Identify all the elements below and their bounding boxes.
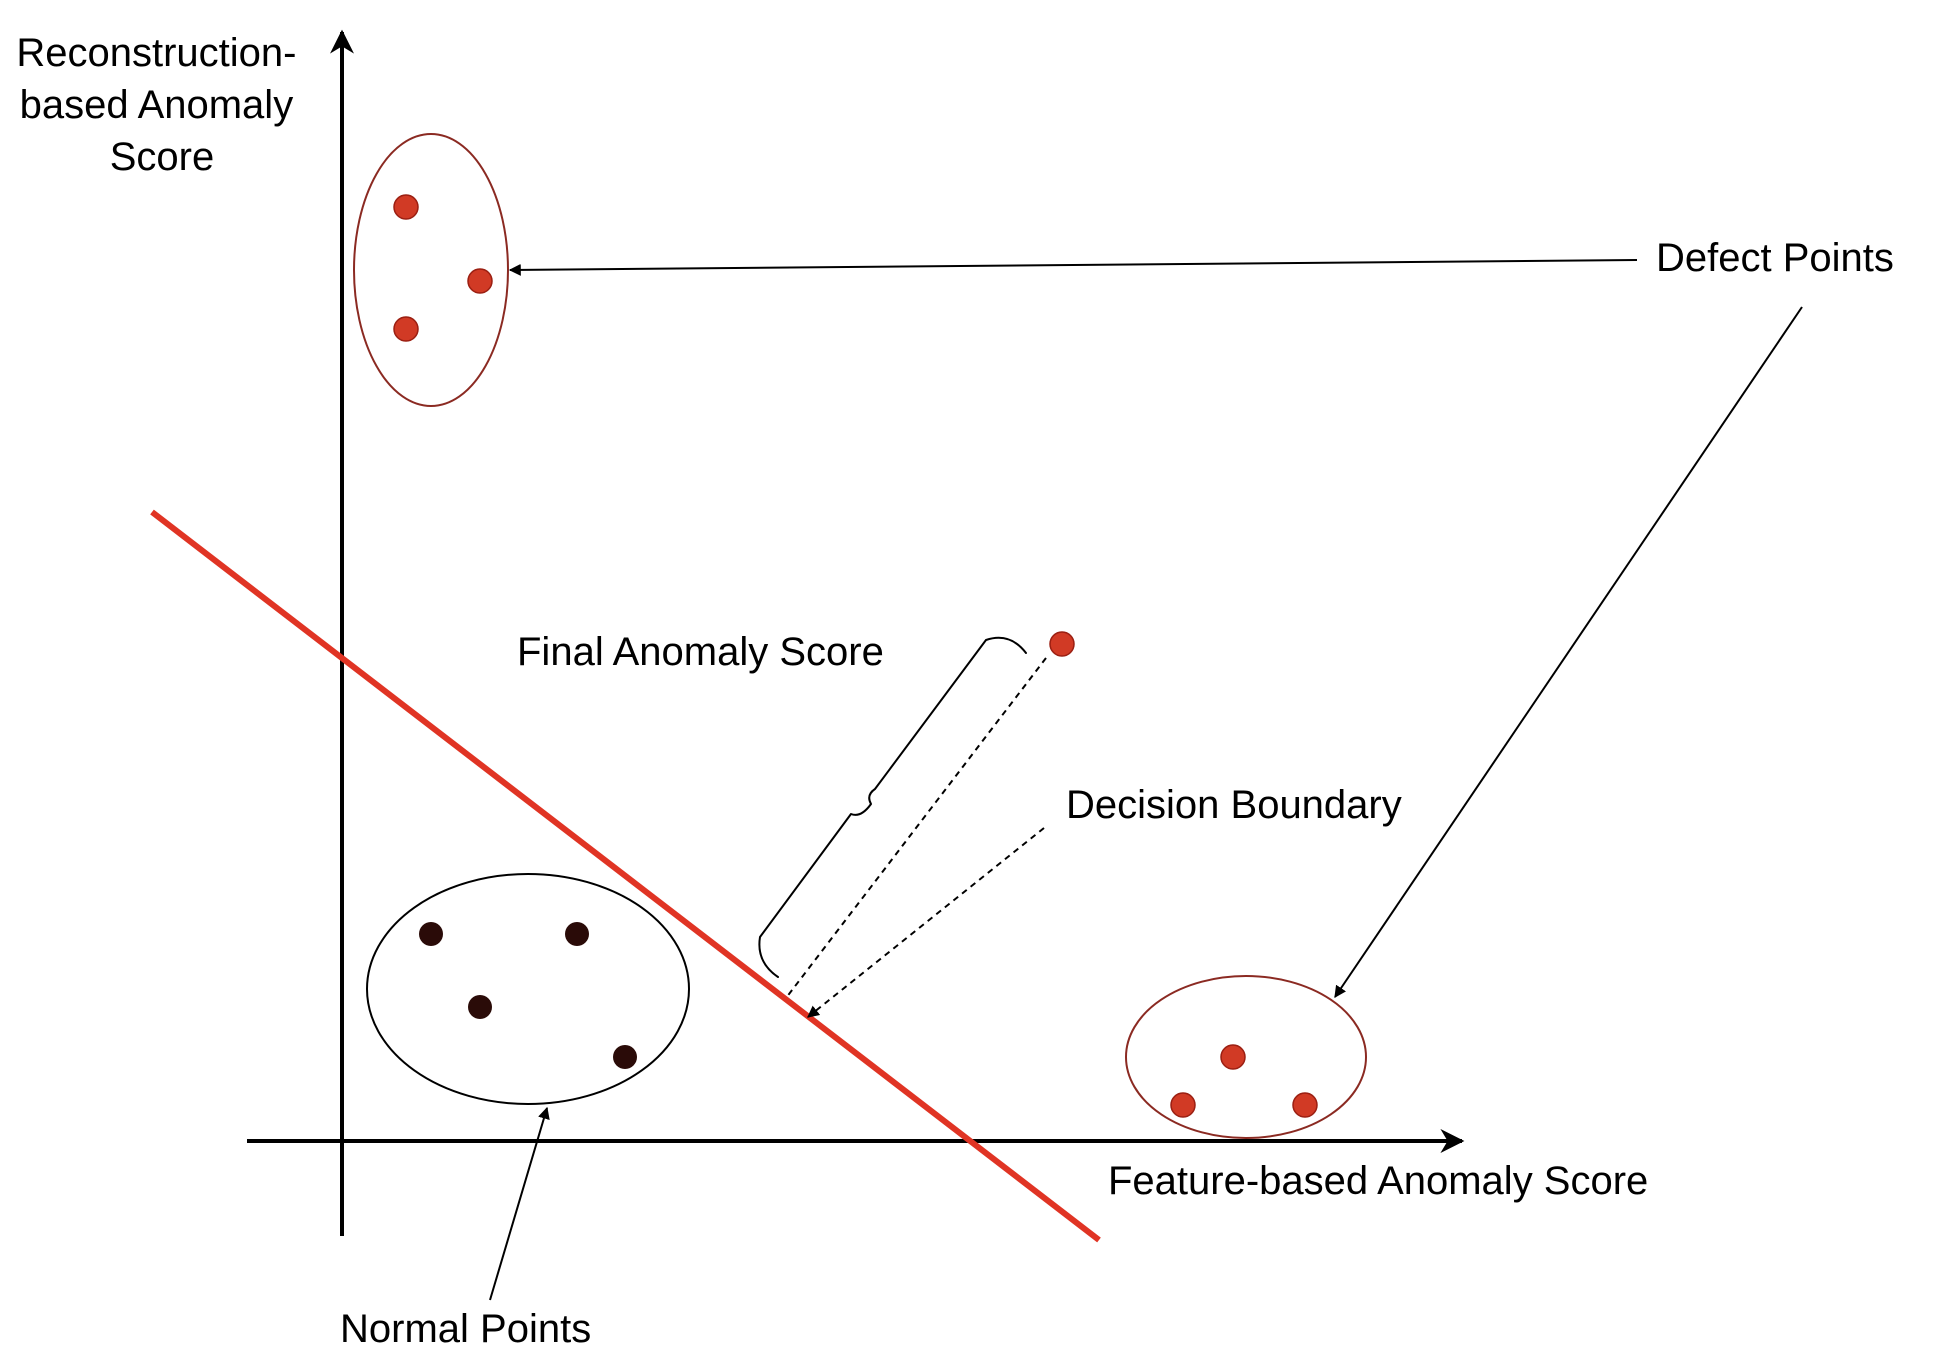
defect-point — [1170, 1092, 1196, 1118]
decision-boundary-line — [150, 509, 1101, 1243]
defect-cluster-bottom — [1125, 975, 1367, 1139]
normal-arrow — [489, 1106, 550, 1301]
score-brace — [758, 636, 1027, 978]
defect-point — [467, 268, 493, 294]
normal-points-label: Normal Points — [340, 1307, 591, 1351]
defect-cluster-top — [353, 133, 509, 407]
defect-arrow-bottom — [1334, 306, 1803, 998]
y-axis-title-line: Score — [110, 135, 215, 179]
defect-arrow-top — [508, 259, 1638, 276]
x-axis-title: Feature-based Anomaly Score — [1108, 1159, 1648, 1203]
defect-point — [1220, 1044, 1246, 1070]
defect-points-label: Defect Points — [1656, 236, 1894, 280]
y-axis-title: Reconstruction- based Anomaly Score — [16, 31, 307, 179]
normal-point — [613, 1045, 637, 1069]
normal-point — [419, 922, 443, 946]
normal-point — [468, 995, 492, 1019]
final-anomaly-score-label: Final Anomaly Score — [517, 630, 884, 674]
decision-boundary-label: Decision Boundary — [1066, 783, 1402, 827]
projection-line — [785, 657, 1047, 999]
defect-point — [1292, 1092, 1318, 1118]
normal-cluster — [366, 873, 690, 1105]
y-axis-title-line: Reconstruction- — [16, 31, 296, 75]
defect-point — [393, 194, 419, 220]
normal-point — [565, 922, 589, 946]
defect-point — [393, 316, 419, 342]
defect-point-single — [1049, 631, 1075, 657]
y-axis-title-line: based Anomaly — [20, 83, 294, 127]
